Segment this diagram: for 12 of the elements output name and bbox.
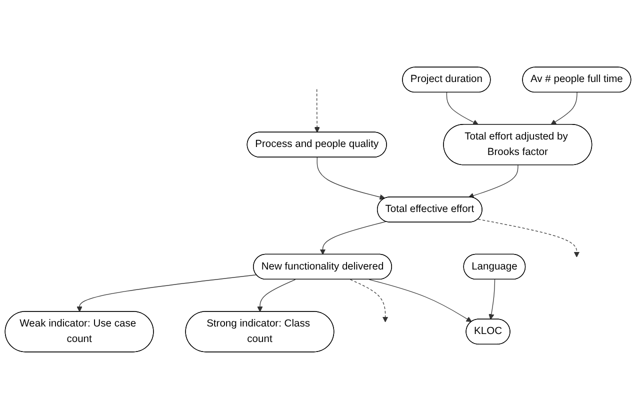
arrow bbox=[316, 157, 386, 200]
arrow bbox=[350, 279, 388, 322]
arrow bbox=[468, 164, 518, 198]
arrow bbox=[320, 221, 386, 255]
arrow bbox=[368, 279, 472, 322]
arrow bbox=[488, 279, 496, 320]
arrow bbox=[478, 218, 580, 258]
arrow bbox=[446, 92, 479, 125]
arrow bbox=[550, 92, 578, 125]
arrow bbox=[76, 274, 257, 312]
arrow bbox=[314, 88, 320, 133]
arrow bbox=[257, 279, 296, 312]
